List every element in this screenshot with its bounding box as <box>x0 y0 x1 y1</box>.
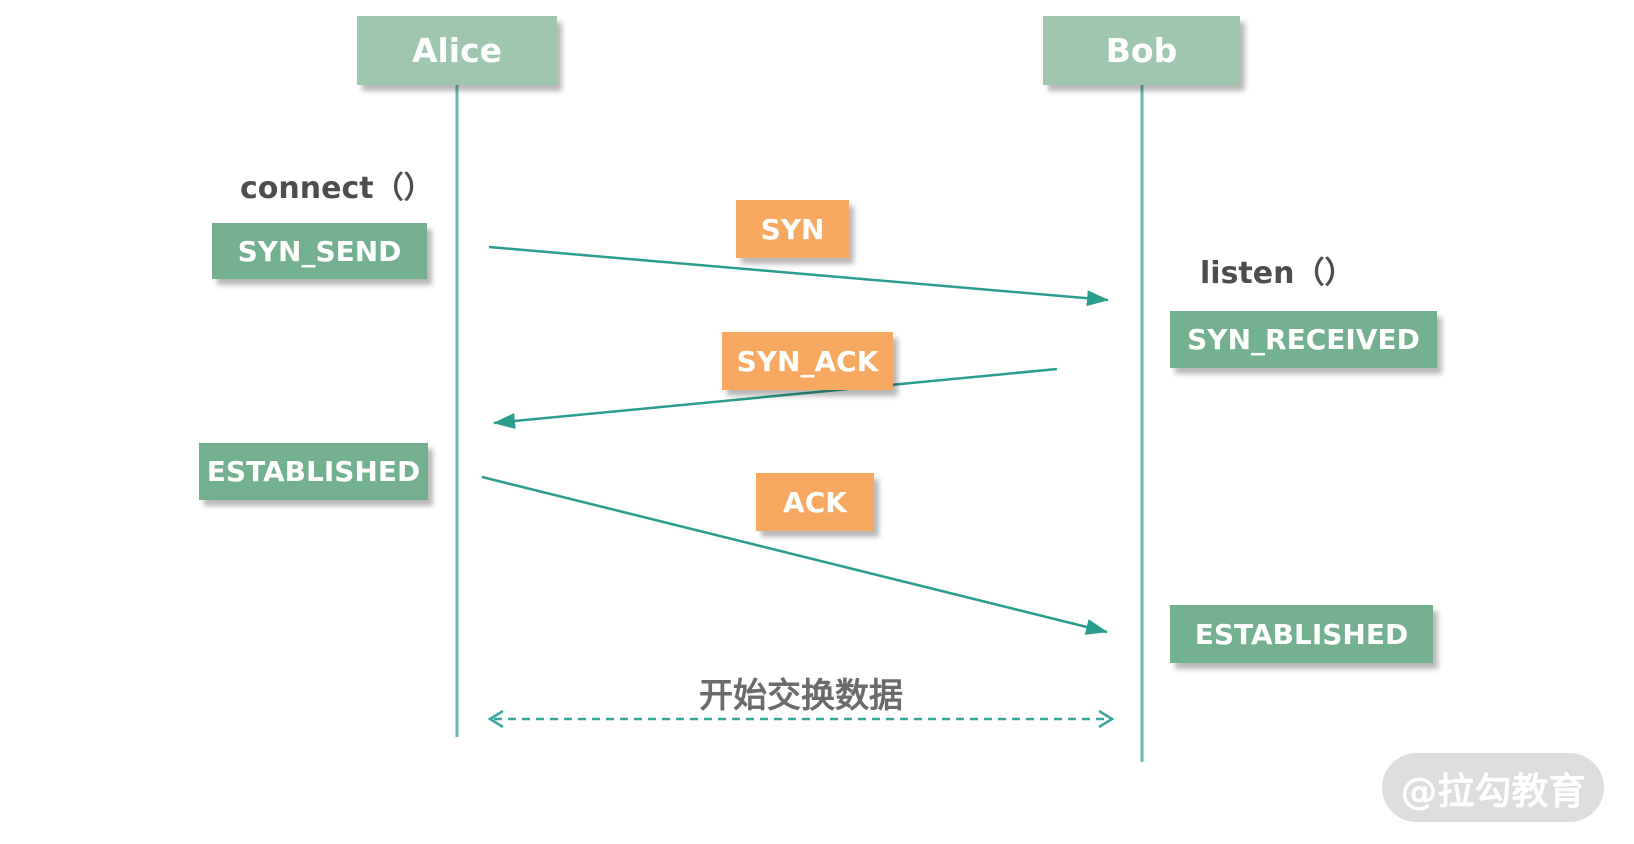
watermark-text: @拉勾教育 <box>1400 769 1586 813</box>
actor-box-alice: Alice <box>357 16 557 85</box>
actor-box-bob: Bob <box>1043 16 1240 85</box>
state-badge-established-right: ESTABLISHED <box>1170 605 1433 663</box>
state-label-established-right: ESTABLISHED <box>1194 617 1409 651</box>
data-exchange-left-chevron <box>487 709 504 729</box>
message-label-syn-ack: SYN_ACK <box>736 344 879 378</box>
state-badge-syn-received: SYN_RECEIVED <box>1170 311 1437 368</box>
message-label-ack: ACK <box>783 485 847 519</box>
message-label-syn: SYN <box>760 212 825 246</box>
watermark-pill: @拉勾教育 <box>1382 753 1604 822</box>
message-badge-ack: ACK <box>756 473 874 531</box>
syn-arrow <box>488 245 1109 307</box>
message-badge-syn: SYN <box>736 200 849 258</box>
state-badge-established-left: ESTABLISHED <box>199 443 428 500</box>
actor-label-bob: Bob <box>1105 31 1178 70</box>
listen-call-label: listen（） <box>1200 256 1355 291</box>
state-label-syn-received: SYN_RECEIVED <box>1187 323 1420 356</box>
data-exchange-label: 开始交换数据 <box>699 676 903 716</box>
state-label-syn-send: SYN_SEND <box>237 234 402 268</box>
message-badge-syn-ack: SYN_ACK <box>722 332 893 390</box>
state-label-established-left: ESTABLISHED <box>206 455 421 488</box>
ack-arrow <box>481 475 1108 635</box>
actor-label-alice: Alice <box>411 31 503 70</box>
syn-ack-arrow <box>493 367 1058 429</box>
state-badge-syn-send: SYN_SEND <box>212 223 427 279</box>
connect-call-label: connect（） <box>240 171 434 206</box>
data-exchange-right-chevron <box>1098 709 1115 729</box>
